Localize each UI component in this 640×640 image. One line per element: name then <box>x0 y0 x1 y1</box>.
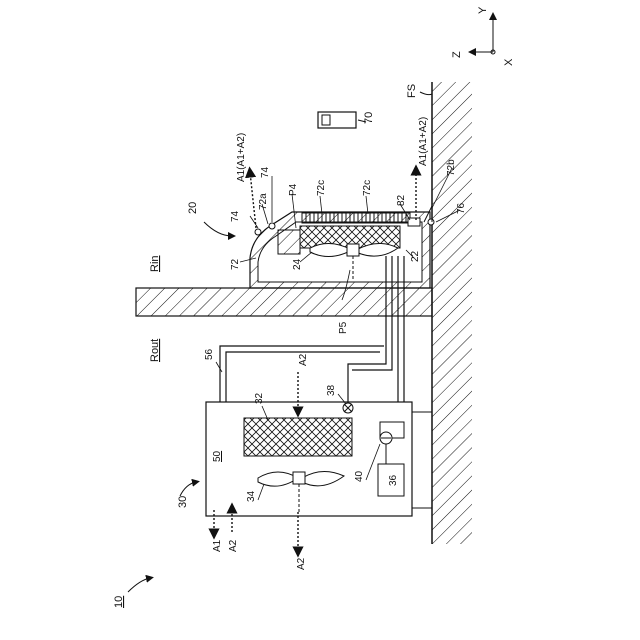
axis-indicator: Y Z X <box>451 6 515 66</box>
label-38: 38 <box>326 384 337 396</box>
label-82: 82 <box>396 194 407 206</box>
flow-a2-bottom: A2 <box>296 557 307 570</box>
label-p5: P5 <box>338 321 349 334</box>
flow-a2-out: A2 <box>228 539 239 552</box>
label-74-top: 74 <box>260 166 271 178</box>
axis-y-label: Y <box>477 6 489 14</box>
label-20: 20 <box>187 202 199 214</box>
label-76: 76 <box>456 202 467 214</box>
flow-a1-right: A1(A1+A2) <box>418 117 429 166</box>
label-rin: Rin <box>149 255 161 272</box>
remote-controller: 70 <box>318 112 375 128</box>
flow-a1-left: A1(A1+A2) <box>236 133 247 182</box>
label-74-left: 74 <box>230 210 241 222</box>
axis-z-label: Z <box>451 51 463 58</box>
flow-a2-top: A2 <box>298 353 309 366</box>
label-72c-1: 72c <box>316 180 327 196</box>
label-30: 30 <box>177 496 189 508</box>
label-36: 36 <box>388 474 399 486</box>
label-72b: 72b <box>446 159 457 176</box>
label-rout: Rout <box>149 339 161 362</box>
label-72a: 72a <box>258 193 269 210</box>
label-34: 34 <box>246 490 257 502</box>
figure-number: 10 <box>113 596 125 608</box>
label-fs: FS <box>406 84 418 98</box>
axis-x-label: X <box>503 58 515 66</box>
label-56: 56 <box>204 348 215 360</box>
label-72c-2: 72c <box>362 180 373 196</box>
label-24: 24 <box>292 258 303 270</box>
label-50: 50 <box>212 450 223 462</box>
label-72: 72 <box>230 258 241 270</box>
label-p4: P4 <box>288 183 299 196</box>
label-22: 22 <box>410 250 421 262</box>
outdoor-unit <box>206 402 432 516</box>
flow-a1-out: A1 <box>212 539 223 552</box>
label-32: 32 <box>254 392 265 404</box>
label-40: 40 <box>354 470 365 482</box>
indoor-unit <box>250 206 434 288</box>
